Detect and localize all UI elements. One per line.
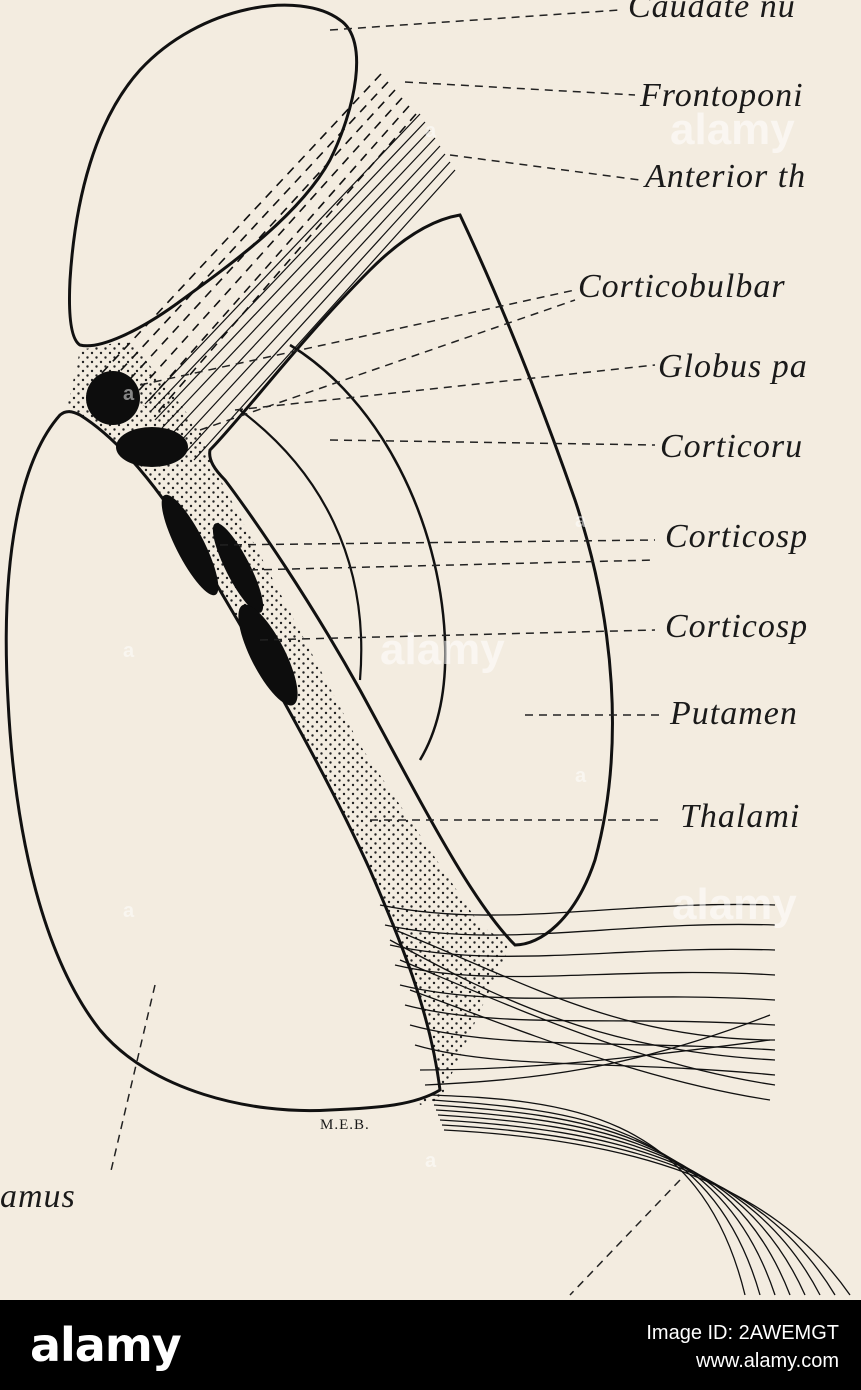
watermark-a-7: a: [123, 383, 135, 405]
corticorubral-bundle: [116, 427, 188, 467]
label-thalamus: amus: [0, 1178, 76, 1215]
watermark-a-6: a: [425, 120, 437, 142]
leader-globus: [234, 364, 656, 411]
leader-caudate: [329, 9, 621, 31]
corticobulbar-bundle: [86, 371, 140, 425]
watermark-alamy-bottom: alamy: [672, 880, 797, 929]
corticospinal-bundle-3: [238, 604, 298, 706]
diagram-drawing: [4, 3, 851, 1296]
label-corticorubral: Corticoru: [660, 428, 804, 465]
label-globus: Globus pa: [658, 348, 808, 385]
leader-frontopontine: [404, 81, 636, 96]
diagram-figure: Caudate nu Frontoponi Anterior th Cortic…: [0, 0, 851, 1296]
leader-anterior: [449, 154, 641, 181]
watermark-a-1: a: [123, 640, 135, 662]
putamen-outline: [208, 213, 614, 947]
leader-thalamus: [109, 984, 156, 1176]
watermark-a-4: a: [123, 900, 135, 922]
watermark-a-3: a: [575, 765, 587, 787]
label-thalamic: Thalami: [680, 798, 801, 835]
leader-lines: [109, 9, 681, 1296]
leader-corticobulbar-2: [199, 299, 576, 431]
label-corticobulbar: Corticobulbar: [578, 268, 786, 305]
label-anterior: Anterior th: [645, 158, 807, 195]
label-caudate: Caudate nu: [628, 0, 796, 25]
watermark-a-2: a: [575, 510, 587, 532]
stock-footer-bar: alamy Image ID: 2AWEMGT www.alamy.com: [0, 1300, 861, 1390]
label-frontopontine: Frontoponi: [640, 77, 804, 114]
leader-corticobulbar-1: [139, 289, 576, 386]
footer-image-id: Image ID: 2AWEMGT: [646, 1322, 839, 1344]
watermark-alamy-top: alamy: [670, 105, 795, 154]
globus-pallidus-arc-outer: [289, 343, 447, 761]
descending-fibres: [429, 1094, 851, 1296]
leader-corticorubral: [329, 439, 656, 446]
corticospinal-bundle-1: [161, 494, 219, 596]
thalamic-radiation-fibres: [379, 903, 776, 1101]
footer-url[interactable]: www.alamy.com: [696, 1350, 839, 1372]
label-corticospinal-2: Corticosp: [665, 608, 809, 645]
leader-bottom: [569, 1179, 681, 1296]
leader-corticospinal-2: [259, 629, 656, 641]
leader-corticospinal-1b: [249, 559, 656, 571]
label-putamen: Putamen: [670, 695, 798, 732]
artist-signature: M.E.B.: [320, 1117, 370, 1133]
globus-pallidus-arc-inner: [239, 409, 363, 681]
label-corticospinal-1: Corticosp: [665, 518, 809, 555]
leader-corticospinal-1: [219, 539, 656, 546]
watermark-alamy-center: alamy: [380, 625, 505, 674]
caudate-nucleus-outline: [68, 3, 359, 348]
footer-logo[interactable]: alamy: [30, 1318, 182, 1372]
watermark-a-5: a: [425, 1150, 437, 1172]
